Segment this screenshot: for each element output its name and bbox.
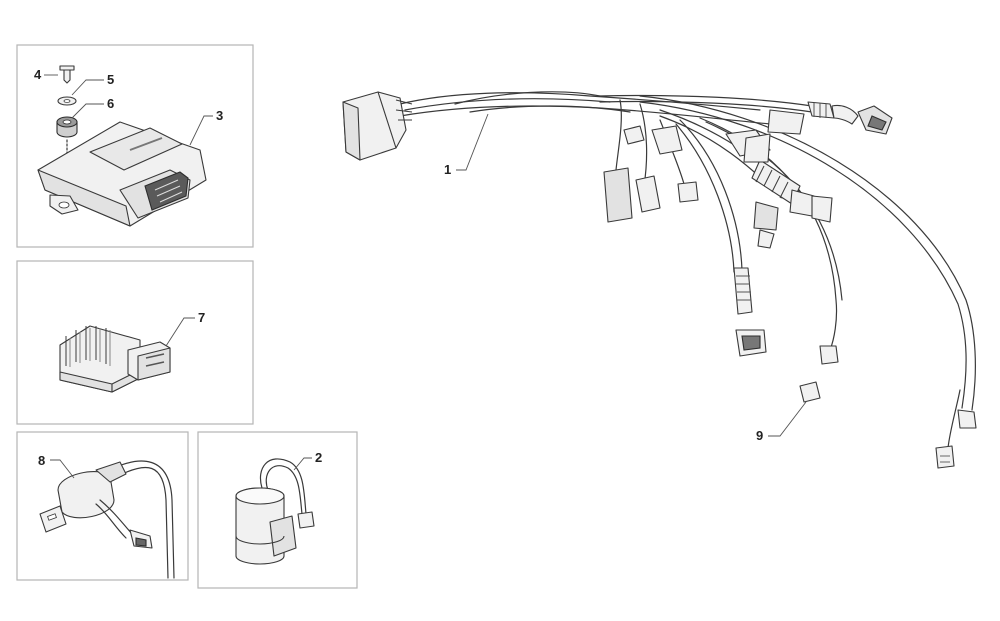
callout-8: 8 xyxy=(38,453,45,468)
ecu-unit-part[interactable] xyxy=(37,121,207,227)
sensor-part[interactable] xyxy=(235,458,315,565)
leader-3 xyxy=(189,115,213,146)
callout-2: 2 xyxy=(315,450,322,465)
leader-9 xyxy=(768,401,807,437)
leader-2 xyxy=(293,457,312,471)
callout-4: 4 xyxy=(34,67,42,82)
callout-9: 9 xyxy=(756,428,763,443)
panel-regulator: 7 xyxy=(16,260,254,425)
callout-7: 7 xyxy=(198,310,205,325)
wiring-harness-part[interactable] xyxy=(342,91,977,469)
panel-regulator-frame xyxy=(16,260,254,425)
leader-6 xyxy=(71,103,104,119)
leader-5 xyxy=(71,79,104,96)
callout-1: 1 xyxy=(444,162,451,177)
panel-sensor: 2 xyxy=(197,431,358,589)
washer-part[interactable] xyxy=(57,96,77,106)
main-connector xyxy=(342,91,413,161)
callout-3: 3 xyxy=(216,108,223,123)
panel-ecu: 4 5 6 3 xyxy=(16,44,254,248)
leader-1 xyxy=(456,113,489,171)
callout-6: 6 xyxy=(107,96,114,111)
voltage-regulator-part[interactable] xyxy=(59,325,171,393)
panel-coil-frame xyxy=(16,431,189,581)
leader-7 xyxy=(165,317,195,347)
ignition-coil-part[interactable] xyxy=(39,460,175,579)
panel-coil: 8 xyxy=(16,431,189,581)
callout-5: 5 xyxy=(107,72,114,87)
leader-8 xyxy=(50,459,75,479)
grommet-part[interactable] xyxy=(56,116,78,138)
panel-ecu-frame xyxy=(16,44,254,248)
panel-sensor-frame xyxy=(197,431,358,589)
screw-part[interactable] xyxy=(59,65,75,84)
